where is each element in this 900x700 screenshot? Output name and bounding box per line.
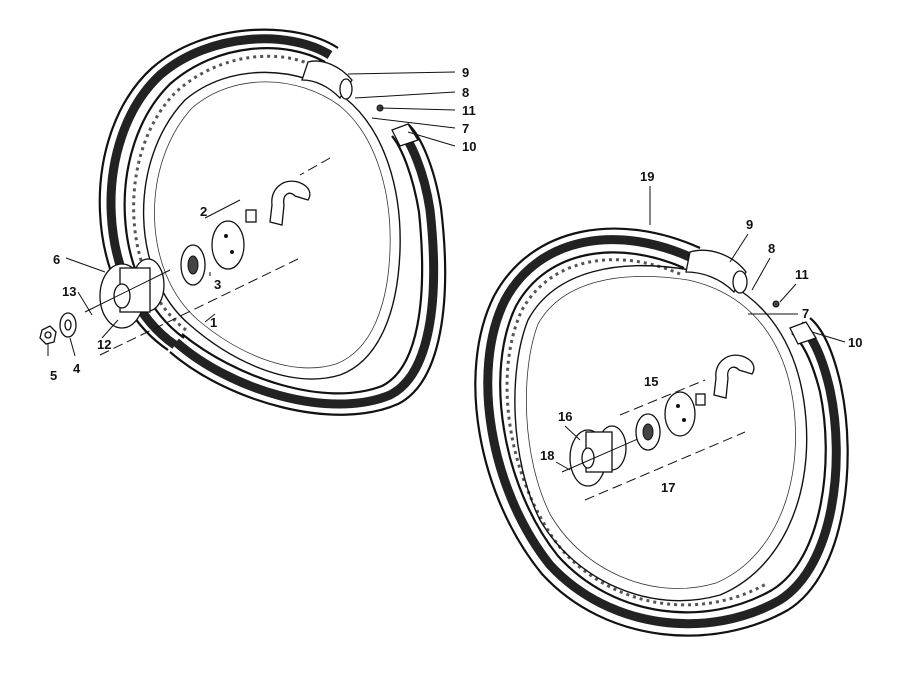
callout-17: 17 bbox=[661, 480, 675, 495]
front-brake-shoes bbox=[180, 244, 206, 286]
callout-9: 9 bbox=[462, 65, 469, 80]
callout-6: 6 bbox=[53, 252, 60, 267]
leader-lines bbox=[47, 71, 846, 471]
callout-15: 15 bbox=[644, 374, 658, 389]
front-wheel bbox=[39, 28, 447, 416]
rear-wheel-callouts: 19 9 8 11 7 10 15 16 18 17 bbox=[540, 169, 862, 495]
front-nut bbox=[39, 325, 57, 345]
callout-9: 9 bbox=[746, 217, 753, 232]
callout-11: 11 bbox=[795, 267, 809, 282]
rear-tyre-section bbox=[772, 300, 817, 345]
rear-rim bbox=[514, 265, 808, 602]
callout-1: 1 bbox=[210, 315, 217, 330]
front-tyre-section bbox=[376, 104, 419, 147]
callout-11: 11 bbox=[462, 103, 476, 118]
front-axle-line bbox=[99, 157, 331, 356]
callout-7: 7 bbox=[802, 306, 809, 321]
rear-tyre bbox=[474, 227, 849, 637]
front-washer bbox=[59, 312, 77, 338]
callout-2: 2 bbox=[200, 204, 207, 219]
rear-axle-line bbox=[584, 379, 746, 501]
front-hub-assembly bbox=[84, 258, 171, 329]
callout-8: 8 bbox=[462, 85, 469, 100]
rear-wheel bbox=[474, 227, 849, 637]
callout-12: 12 bbox=[97, 337, 111, 352]
callout-16: 16 bbox=[558, 409, 572, 424]
front-brake-plate bbox=[211, 220, 245, 270]
front-brake-arm bbox=[245, 180, 311, 226]
rear-brake-arm bbox=[695, 354, 755, 406]
front-wheel-callouts: 9 8 11 7 10 2 6 3 13 1 12 5 4 bbox=[50, 65, 476, 383]
callout-7: 7 bbox=[462, 121, 469, 136]
callout-19: 19 bbox=[640, 169, 654, 184]
callout-13: 13 bbox=[62, 284, 76, 299]
front-rim bbox=[142, 71, 401, 380]
rear-hub-assembly bbox=[561, 425, 641, 487]
rear-brake-plate bbox=[664, 391, 696, 437]
callout-10: 10 bbox=[848, 335, 862, 350]
rear-brake-shoes bbox=[635, 413, 661, 451]
callout-4: 4 bbox=[73, 361, 81, 376]
front-inner-tube-cutaway bbox=[301, 60, 353, 100]
rear-inner-tube-cutaway bbox=[685, 249, 748, 294]
callout-18: 18 bbox=[540, 448, 554, 463]
callout-8: 8 bbox=[768, 241, 775, 256]
callout-10: 10 bbox=[462, 139, 476, 154]
callout-3: 3 bbox=[214, 277, 221, 292]
callout-5: 5 bbox=[50, 368, 57, 383]
